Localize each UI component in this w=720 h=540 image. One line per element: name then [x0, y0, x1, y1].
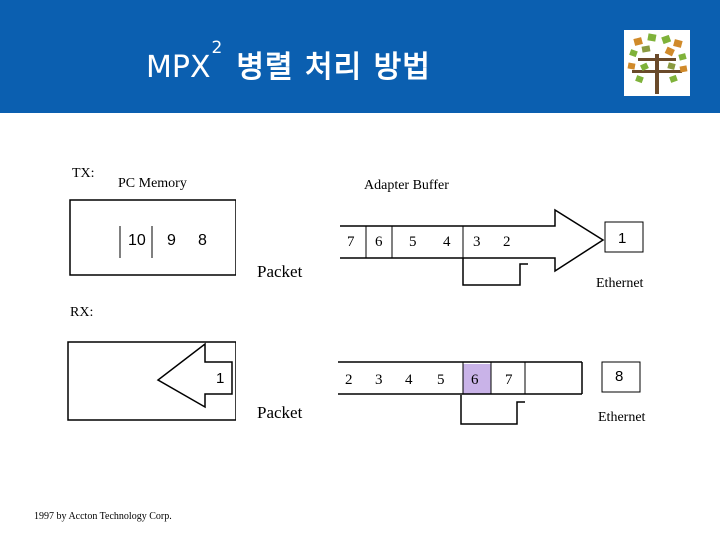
rx-ethernet-box [601, 361, 641, 393]
rx-buffer-bracket [460, 395, 525, 425]
copyright-footer: 1997 by Accton Technology Corp. [34, 511, 172, 522]
tx-buffer-bracket [462, 258, 528, 286]
tx-memory-number: 9 [167, 232, 176, 249]
tx-buffer-number: 7 [347, 234, 355, 250]
tx-buffer-number: 4 [443, 234, 451, 250]
rx-buffer-number: 4 [405, 372, 413, 388]
tx-arrow [337, 208, 605, 273]
tx-memory-number: 8 [198, 232, 207, 249]
tx-buffer-number: 5 [409, 234, 417, 250]
rx-highlight-cell [463, 364, 491, 394]
adapter-buffer-label: Adapter Buffer [364, 178, 449, 193]
title-korean: 병렬 처리 방법 [236, 50, 431, 85]
rx-arrow [156, 342, 233, 409]
rx-buffer-number: 3 [375, 372, 383, 388]
tx-packet-label: Packet [257, 262, 303, 281]
tx-ethernet-box [604, 221, 644, 253]
rx-label: RX: [70, 305, 94, 320]
tx-memory-box [69, 199, 237, 276]
rx-memory-number: 1 [216, 370, 225, 387]
pc-memory-label: PC Memory [118, 176, 187, 191]
tx-ethernet-number: 1 [618, 230, 627, 247]
rx-buffer-bar [338, 361, 583, 395]
rx-packet-label: Packet [257, 403, 303, 422]
rx-ethernet-label: Ethernet [598, 410, 646, 425]
tx-ethernet-label: Ethernet [596, 276, 644, 291]
rx-buffer-number: 2 [345, 372, 353, 388]
tree-logo-icon [624, 30, 690, 96]
tx-label: TX: [72, 166, 95, 181]
rx-buffer-number: 6 [471, 372, 479, 388]
tx-buffer-number: 2 [503, 234, 511, 250]
tx-buffer-number: 6 [375, 234, 383, 250]
rx-buffer-number: 5 [437, 372, 445, 388]
title-superscript: 2 [211, 38, 223, 58]
tx-memory-number: 10 [128, 232, 146, 249]
title-bar: MPX2 병렬 처리 방법 [0, 0, 720, 113]
title-main: MPX [146, 50, 211, 85]
rx-ethernet-number: 8 [615, 368, 624, 385]
tx-buffer-number: 3 [473, 234, 481, 250]
slide-title: MPX2 병렬 처리 방법 [146, 38, 431, 86]
rx-buffer-number: 7 [505, 372, 513, 388]
